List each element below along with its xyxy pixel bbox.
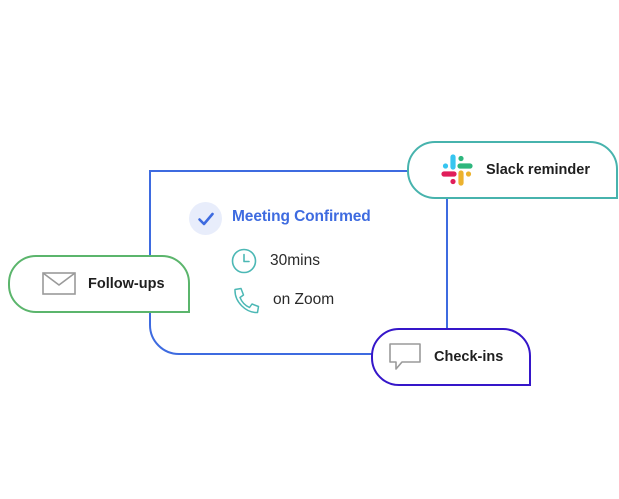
meeting-location: on Zoom (273, 291, 335, 308)
confirmed-badge (189, 202, 222, 235)
meeting-duration: 30mins (270, 252, 320, 269)
slack-reminder-label: Slack reminder (486, 162, 590, 178)
slack-reminder-badge: Slack reminder (407, 141, 618, 199)
follow-ups-badge: Follow-ups (8, 255, 190, 313)
envelope-icon (42, 272, 76, 295)
check-ins-badge: Check-ins (371, 328, 531, 386)
phone-icon (234, 287, 260, 314)
meeting-title: Meeting Confirmed (232, 208, 371, 225)
chat-bubble-icon (389, 343, 421, 370)
slack-logo-icon (441, 154, 473, 186)
check-icon (197, 212, 214, 225)
clock-icon (231, 248, 257, 274)
check-ins-label: Check-ins (434, 349, 504, 365)
meeting-card (149, 170, 448, 355)
follow-ups-label: Follow-ups (88, 276, 165, 292)
